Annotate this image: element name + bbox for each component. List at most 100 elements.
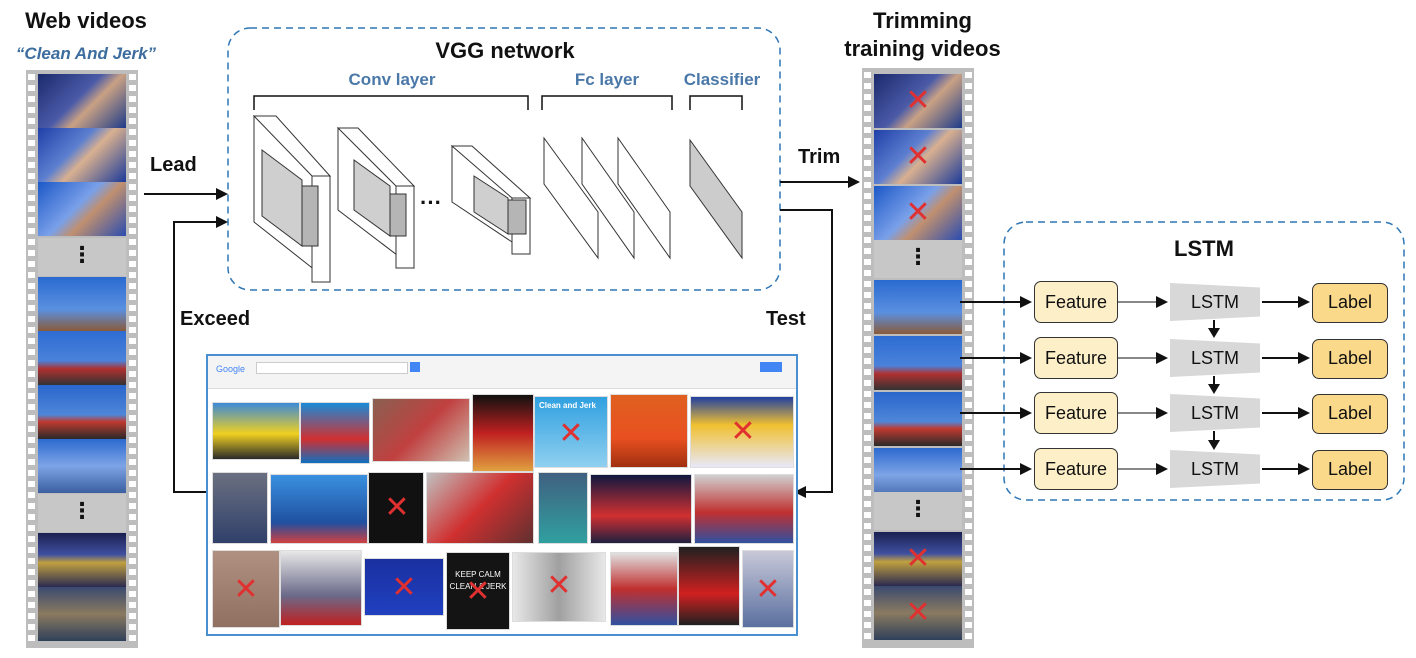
search-thumbnail (280, 550, 362, 626)
trim-label: Trim (798, 146, 841, 168)
search-thumbnail (678, 546, 740, 626)
arrowhead (1298, 296, 1310, 308)
classifier-bracket (689, 95, 743, 110)
reject-x-icon: ✕ (546, 569, 572, 602)
classifier-label: Classifier (683, 70, 761, 89)
reject-x-icon: ✕ (755, 573, 781, 606)
search-thumbnail (472, 394, 534, 472)
vgg-dashed-border (227, 27, 781, 291)
feature-box-1: Feature (1034, 281, 1118, 323)
signin-button (760, 362, 782, 372)
search-header-bar: Google (208, 356, 796, 389)
reject-x-icon: ✕ (391, 571, 417, 604)
video-frame-rejected: ✕ (874, 186, 962, 240)
video-frame (38, 587, 126, 641)
search-thumbnail (270, 474, 368, 544)
reject-x-icon: ✕ (233, 573, 259, 606)
search-thumbnail (212, 472, 268, 544)
search-button (410, 362, 420, 372)
fc-layer-3 (617, 136, 671, 260)
test-arrowhead (794, 486, 806, 498)
fc-layer-2 (581, 136, 635, 260)
search-thumbnail: ✕ (742, 550, 794, 628)
conv-block-1 (252, 114, 332, 284)
conv-layer-label: Conv layer (348, 70, 436, 89)
reject-x-icon: ✕ (558, 417, 584, 450)
film-sprocket-right (129, 74, 136, 644)
video-frame (38, 533, 126, 587)
keep-calm-text: KEEP CALM CLEAN & JERK (449, 570, 507, 591)
arrowhead (1020, 407, 1032, 419)
search-thumbnail: ✕ (364, 558, 444, 616)
video-frame (38, 182, 126, 236)
reject-x-icon: ✕ (905, 140, 931, 173)
label-box-4: Label (1312, 450, 1388, 490)
film-gap-ellipsis: ⋮ (38, 238, 126, 276)
search-thumbnail (426, 472, 534, 544)
arrowhead (1298, 463, 1310, 475)
label-box-1: Label (1312, 283, 1388, 323)
arrowhead (1208, 440, 1220, 450)
video-frame-rejected: ✕ (874, 130, 962, 184)
conv-ellipsis: ··· (420, 190, 442, 215)
arrowhead (1156, 296, 1168, 308)
exceed-arrow-line (173, 221, 226, 493)
arrowhead (1020, 296, 1032, 308)
fc-layer-label: Fc layer (574, 70, 640, 89)
vgg-title: VGG network (435, 38, 575, 63)
web-videos-query: “Clean And Jerk” (15, 44, 157, 63)
search-thumbnail: KEEP CALM CLEAN & JERK ✕ (446, 552, 510, 630)
film-gap-ellipsis: ⋮ (874, 492, 962, 530)
search-thumbnail: ✕ (690, 396, 794, 468)
video-frame-rejected: ✕ (874, 586, 962, 640)
trimmed-video-filmstrip: ✕ ✕ ✕ ⋮ ⋮ ✕ ✕ (862, 68, 974, 648)
arrowhead (1156, 407, 1168, 419)
film-gap-ellipsis: ⋮ (874, 240, 962, 278)
search-thumbnail (538, 472, 588, 544)
arrowhead (1156, 463, 1168, 475)
video-frame (38, 385, 126, 439)
arrowhead (1208, 328, 1220, 338)
exceed-arrowhead (216, 216, 228, 228)
reject-x-icon: ✕ (905, 596, 931, 629)
feature-box-2: Feature (1034, 337, 1118, 379)
test-label: Test (766, 308, 806, 330)
fc-layer-1 (543, 136, 599, 260)
test-arrow-line (780, 209, 833, 493)
search-thumbnail: ✕ (212, 550, 280, 628)
google-logo: Google (216, 364, 246, 374)
reject-x-icon: ✕ (905, 542, 931, 575)
feature-box-3: Feature (1034, 392, 1118, 434)
arrowhead (1298, 407, 1310, 419)
label-box-2: Label (1312, 339, 1388, 379)
search-thumbnail (694, 474, 794, 544)
video-frame (874, 280, 962, 334)
lead-label: Lead (150, 154, 197, 176)
lstm-cell-4: LSTM (1170, 450, 1260, 488)
search-thumbnail (590, 474, 692, 544)
feature-box-4: Feature (1034, 448, 1118, 490)
lstm-cell-2: LSTM (1170, 339, 1260, 377)
conv-block-3 (450, 145, 532, 255)
fc-bracket (541, 95, 673, 110)
image-search-results: Google ✕ Clean and Jerk ✕ ✕ ✕ ✕ KEEP CAL… (206, 354, 798, 636)
video-frame (874, 392, 962, 446)
reject-x-icon: ✕ (465, 575, 491, 608)
search-thumbnail: ✕ Clean and Jerk (534, 396, 608, 468)
video-frame-rejected: ✕ (874, 74, 962, 128)
video-frame (874, 336, 962, 390)
video-frame (38, 128, 126, 182)
classifier-layer (689, 138, 743, 260)
conv-bracket (253, 95, 529, 110)
lstm-dashed-border (1003, 221, 1405, 501)
lstm-panel-title: LSTM (1174, 236, 1234, 261)
film-sprocket-left (28, 74, 35, 644)
video-frame (38, 331, 126, 385)
arrowhead (1208, 384, 1220, 394)
arrowhead (1156, 352, 1168, 364)
film-gap-ellipsis: ⋮ (38, 494, 126, 532)
arrowhead (1298, 352, 1310, 364)
search-thumbnail (372, 398, 470, 462)
